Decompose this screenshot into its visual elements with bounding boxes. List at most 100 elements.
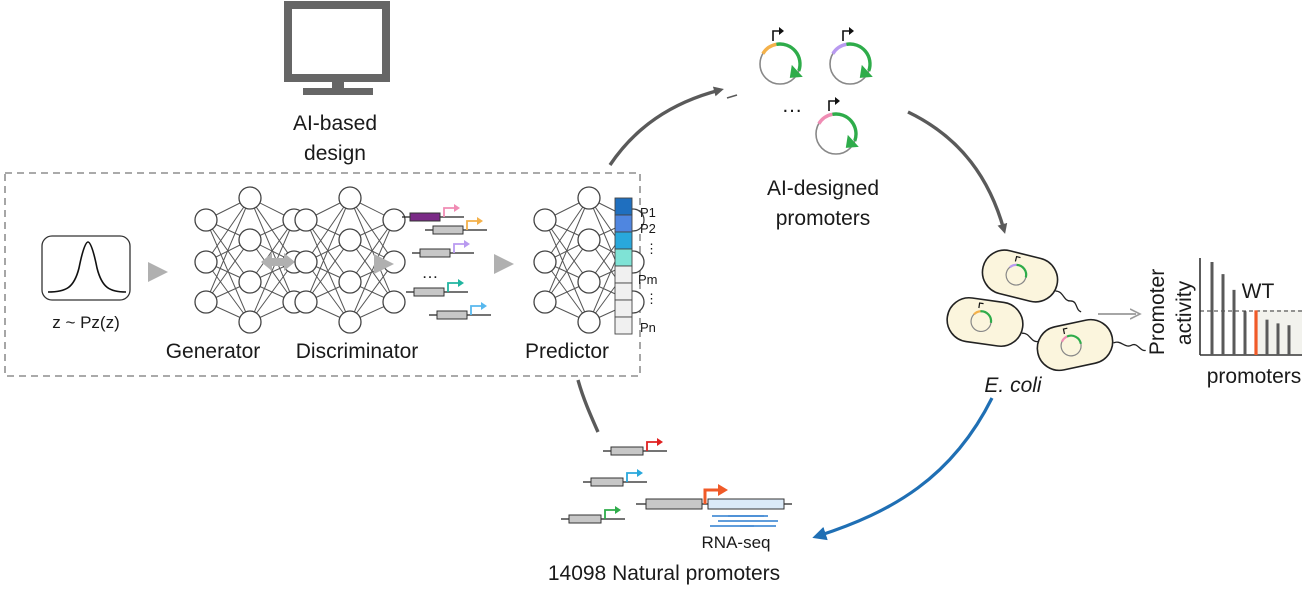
network-edge	[544, 197, 590, 263]
cycle-arrow-to-designed	[608, 86, 724, 166]
cell-plasmid-promoter	[973, 310, 981, 316]
rnaseq-label: RNA-seq	[702, 533, 771, 552]
network-edge	[349, 197, 395, 303]
activity-ylabel-line2: activity	[1173, 280, 1196, 345]
ranking-cell	[614, 214, 633, 233]
cell-tss-arrow	[1062, 327, 1068, 335]
adversarial-double-arrow	[261, 253, 295, 271]
designed-label-line2: promoters	[776, 207, 871, 230]
generated-sequence-4	[406, 279, 468, 297]
ranking-label-p1: P1	[640, 205, 656, 220]
wt-label: WT	[1242, 280, 1275, 303]
tss-arrow	[466, 220, 478, 230]
network-node	[577, 310, 601, 334]
network-edge	[544, 197, 590, 303]
predicted-ranking-column	[614, 197, 633, 335]
tss-arrow	[626, 472, 638, 482]
network-node	[338, 270, 362, 294]
network-edge	[205, 239, 251, 303]
plasmid-gene-arrowhead	[859, 64, 873, 78]
cell-body	[946, 296, 1024, 348]
sequence-box	[419, 248, 451, 258]
flow-triangle-2	[374, 254, 394, 274]
natural-promoter-2	[583, 469, 647, 487]
natural-promoter-1	[603, 438, 667, 456]
ranking-cell	[614, 282, 633, 301]
gan-pipeline-box	[4, 172, 641, 377]
plasmid-tss-arrow	[842, 30, 850, 41]
generated-sequence-3	[412, 240, 474, 258]
ecoli-cell-1	[981, 249, 1082, 313]
cell-plasmid-promoter	[1009, 263, 1017, 269]
discriminator-network-icon	[294, 186, 406, 334]
plasmid-tss-arrow	[772, 30, 780, 41]
network-node	[577, 270, 601, 294]
network-node	[294, 290, 318, 314]
cell-plasmid-promoter	[1061, 335, 1068, 343]
network-edge	[305, 197, 351, 263]
network-edge	[544, 239, 590, 303]
network-edge	[249, 219, 295, 283]
tss-arrow	[470, 305, 482, 315]
flow-triangle-3	[494, 254, 514, 274]
designed-plasmids-group	[759, 27, 873, 155]
natural-promoters-label: 14098 Natural promoters	[548, 562, 780, 585]
ranking-cell	[614, 248, 633, 267]
cell-plasmid-gene	[1016, 263, 1028, 278]
tss-arrow	[604, 509, 616, 519]
tss-arrowhead	[615, 506, 621, 514]
network-node	[238, 228, 262, 252]
cycle-arrow-natural-to-design	[576, 379, 600, 433]
sequence-box	[568, 514, 602, 524]
sequence-box	[413, 287, 445, 297]
gaussian-distribution-panel	[41, 235, 131, 301]
network-node	[194, 250, 218, 274]
ranking-label-dots-1: ⋮	[645, 241, 658, 256]
plasmid-tss-arrowhead	[849, 27, 854, 35]
tss-arrowhead	[464, 240, 470, 248]
ecoli-cell-3	[1036, 318, 1146, 372]
network-edge	[349, 261, 395, 323]
plasmid-gene-segment	[776, 42, 802, 72]
ranking-cell	[614, 265, 633, 284]
ranking-cell	[614, 197, 633, 216]
network-node	[533, 290, 557, 314]
ranking-label-pm: Pm	[638, 272, 658, 287]
tss-arrow	[703, 488, 720, 504]
cell-plasmid-gene	[980, 310, 993, 324]
generated-sequence-1	[402, 204, 464, 222]
network-edge	[305, 197, 351, 303]
ranking-cell	[614, 316, 633, 335]
tss-arrowhead	[454, 204, 460, 212]
plasmid-promoter-segment	[817, 112, 833, 125]
network-node	[533, 208, 557, 232]
cell-flagellum	[1113, 341, 1146, 352]
plasmid-1	[759, 27, 803, 85]
tss-arrowhead	[481, 302, 487, 310]
network-node	[294, 250, 318, 274]
cell-tss-arrow	[1014, 255, 1021, 262]
sequence-box	[409, 212, 441, 222]
designed-label-line1: AI-designed	[767, 177, 879, 200]
tss-arrow	[447, 282, 459, 292]
network-node	[533, 250, 557, 274]
plasmid-ellipsis: …	[782, 94, 803, 117]
plasmid-gene-arrowhead	[789, 64, 803, 78]
latent-distribution-label: z ~ Pz(z)	[52, 313, 120, 332]
sequence-box	[590, 477, 624, 487]
ranking-label-dots-2: ⋮	[645, 291, 658, 306]
plasmid-tss-arrow	[828, 100, 836, 111]
sequence-box	[432, 225, 464, 235]
predictor-label: Predictor	[525, 340, 609, 363]
network-node	[338, 228, 362, 252]
ecoli-cell-2	[946, 296, 1050, 352]
tss-arrowhead	[458, 279, 464, 287]
plasmid-promoter-segment	[761, 42, 777, 55]
cell-flagellum	[1055, 290, 1082, 313]
network-node	[238, 310, 262, 334]
tss-arrowhead	[657, 438, 663, 446]
network-edge	[349, 219, 395, 323]
network-node	[238, 186, 262, 210]
blue-arrow-ecoli-to-natural	[812, 397, 994, 541]
